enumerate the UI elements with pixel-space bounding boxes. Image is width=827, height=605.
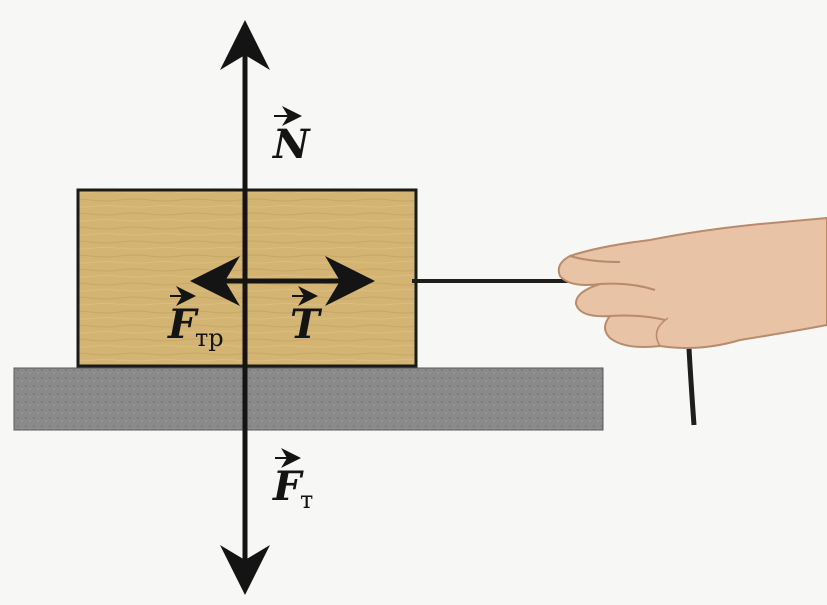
svg-text:т: т	[300, 486, 313, 514]
tension-label: T	[290, 286, 323, 348]
table-surface	[13, 367, 604, 431]
svg-text:T: T	[290, 301, 323, 348]
svg-text:тр: тр	[195, 324, 224, 352]
hand-icon	[557, 216, 827, 349]
friction-force-label: F тр	[167, 286, 224, 352]
svg-text:F: F	[167, 301, 199, 348]
gravity-force-label: F т	[272, 448, 313, 514]
svg-text:F: F	[272, 463, 304, 510]
svg-text:N: N	[271, 121, 311, 168]
normal-force-label: N	[271, 106, 311, 168]
